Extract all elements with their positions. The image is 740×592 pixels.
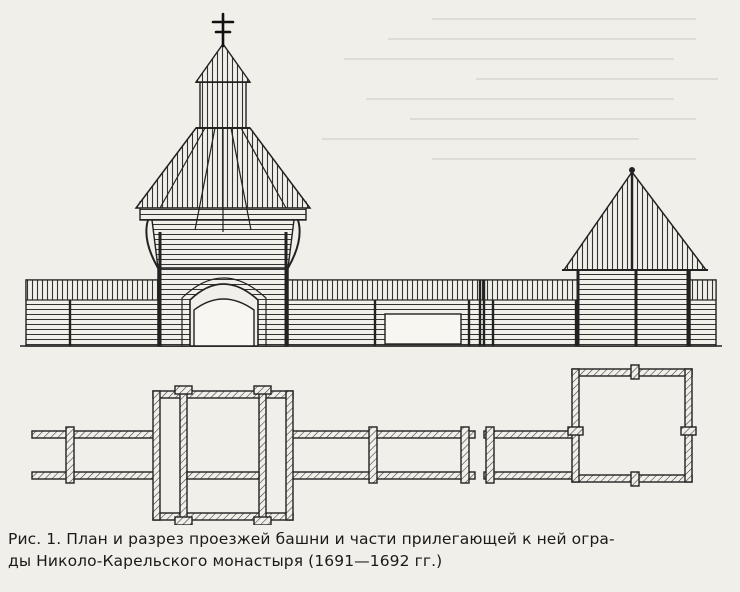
corner-tower [562, 167, 708, 347]
architectural-drawing [20, 12, 722, 525]
caption-line-2: ды Николо-Карельского монастыря (1691—16… [8, 552, 443, 570]
bleed-through-texture [300, 0, 740, 520]
elevation-section [20, 12, 722, 347]
caption-line-1: Рис. 1. План и разрез проезжей башни и ч… [8, 530, 615, 548]
gate-tower [134, 12, 312, 347]
figure-caption: Рис. 1. План и разрез проезжей башни и ч… [8, 528, 732, 572]
floor-plan [31, 364, 697, 525]
